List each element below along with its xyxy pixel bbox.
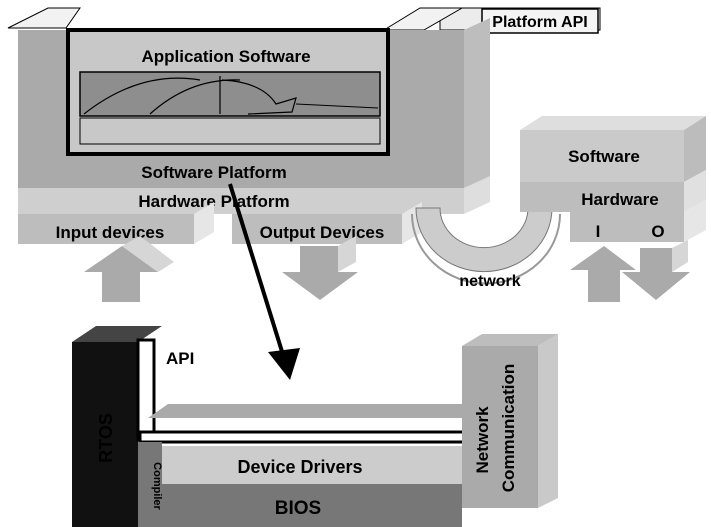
network-label: network [459,273,520,290]
rtos-label: RTOS [96,413,116,463]
device-drivers-block [162,446,462,484]
api-strip [136,338,156,442]
network-tower [462,346,538,508]
dial-arc-right [221,79,297,115]
network-tower-top [462,334,558,346]
remote-output-label: O [651,222,664,241]
remote-software-label: Software [568,147,640,166]
remote-output-arrow-side [672,240,688,272]
input-devices-side [194,202,214,244]
compiler-label: Compiler [151,462,163,510]
bios-block [162,484,462,527]
remote-io-side [684,200,706,242]
input-arrow-up [84,246,158,302]
platform-rail [138,430,476,444]
dial-arc-left [83,77,201,115]
zoom-arrow-head [268,348,300,380]
hardware-platform-side [464,176,490,214]
remote-node: Software Hardware I O [520,116,706,302]
network-connector: network [411,207,561,290]
dial-right-line [295,103,379,109]
output-arrow-down [282,246,358,300]
input-arrow-up-side [122,236,174,272]
remote-hardware-left [520,182,556,212]
device-drivers-label: Device Drivers [237,457,362,477]
application-lower-band [79,117,381,145]
hardware-platform-label: Hardware Platform [138,192,289,211]
remote-hardware-side [684,170,706,212]
system-box-side [464,18,490,188]
output-arrow-down-side [338,236,356,272]
remote-io-block [570,212,684,242]
remote-software-side [684,116,706,182]
remote-hardware-label: Hardware [581,190,658,209]
zoom-arrow-shaft [228,183,286,359]
output-devices-block [232,214,402,244]
rtos-tower [72,342,138,527]
zoom-arrow [228,183,300,380]
platform-rail-top [148,404,470,418]
compiler-column [138,442,162,527]
platform-api-box [481,8,599,34]
remote-input-label: I [596,222,601,241]
left-top-flap [7,7,81,29]
remote-output-arrow-down [622,248,690,300]
top-system: Platform API Application Software Softwa… [7,7,601,302]
remote-software-block [520,130,684,182]
input-devices-label: Input devices [56,223,165,242]
network-tower-side [538,334,558,508]
remote-input-arrow-up [570,246,636,302]
api-label: API [166,349,194,368]
application-software-label: Application Software [141,47,310,66]
platform-detail: RTOS API Compiler Device Drivers BIOS Ne… [72,326,558,527]
network-comm-label-line2: Communication [499,364,518,492]
network-tube-shadow [411,213,561,285]
hardware-platform-band [18,188,464,214]
bios-label: BIOS [275,498,321,519]
rtos-top [72,326,162,342]
remote-hardware-block [556,182,684,212]
output-devices-label: Output Devices [260,223,385,242]
platform-api-label: Platform API [492,14,587,31]
input-devices-block [18,214,194,244]
remote-top [520,116,706,130]
application-dial-strip [79,71,381,117]
software-platform-label: Software Platform [141,163,286,182]
network-tube [415,207,553,273]
network-comm-label-line1: Network [473,406,492,474]
